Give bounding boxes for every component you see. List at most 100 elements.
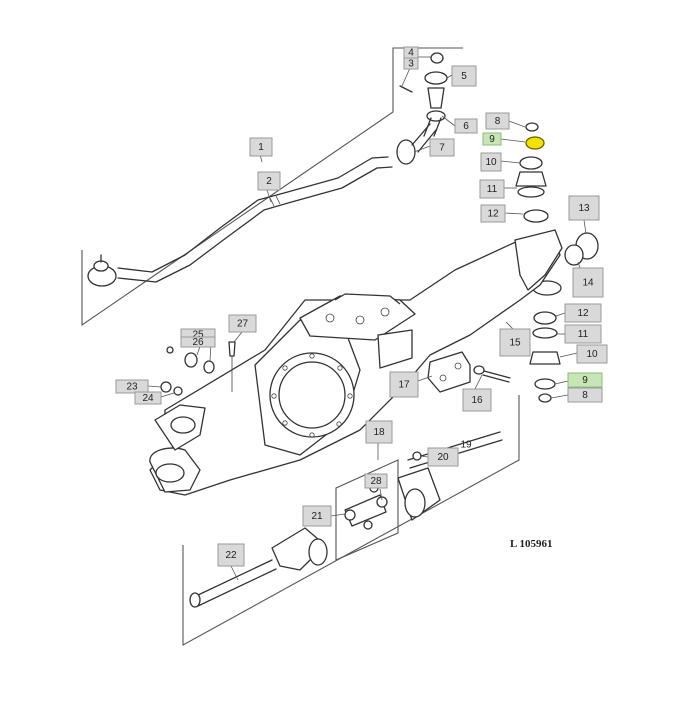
callout-c28: 28 [364,473,388,489]
callout-number: 11 [578,329,589,340]
callout-c10b: 10 [576,344,608,364]
callout-number: 14 [582,278,594,289]
callout-box [454,118,478,134]
callout-c13: 13 [568,195,600,221]
callout-number: 16 [471,395,483,406]
callout-box [479,179,505,199]
callout-number: 2 [266,176,272,187]
callout-box [576,344,608,364]
callout-box [364,473,388,489]
callout-number: 9 [489,134,495,145]
callout-number: 12 [487,209,499,220]
lower-kingpin-stack [529,280,562,403]
callout-c11a: 11 [479,179,505,199]
callout-box [564,324,602,344]
callout-c16: 16 [462,388,492,412]
callout-box [572,267,604,298]
callout-box [403,46,419,59]
callout-number: 10 [586,349,598,360]
callout-number: 7 [439,143,445,154]
callout-number: 4 [408,48,414,59]
callout-number: 10 [485,157,497,168]
callout-box [228,314,257,333]
callout-box [365,420,393,444]
callout-number: 27 [237,319,249,330]
callout-c23: 23 [115,379,149,394]
callout-box [302,505,332,527]
callout-c6: 6 [454,118,478,134]
callout-number: 28 [370,476,382,487]
callout-box [482,132,502,146]
callout-number: 12 [577,308,589,319]
callout-box [180,336,216,348]
callout-box [134,391,162,405]
callout-number: 25 [192,330,204,341]
callout-box [115,379,149,394]
callout-c8a: 8 [485,112,510,130]
callout-box [564,303,602,323]
callout-number: 26 [192,337,204,348]
callout-box [567,387,603,403]
callout-c11b: 11 [564,324,602,344]
callout-c10a: 10 [480,152,502,172]
callout-number: 24 [142,393,154,404]
callout-c3: 3 [403,57,419,70]
callout-c9a: 9 [482,132,502,146]
callout-box [480,204,506,223]
callout-number: 9 [582,375,588,386]
drawing-reference-number: L 105961 [510,538,552,550]
callout-number: 15 [509,338,521,349]
callout-box [427,447,459,467]
drive-shaft-panel-frame [182,395,520,646]
drive-shaft-front [397,431,503,521]
callout-c27: 27 [228,314,257,333]
callout-c5: 5 [451,65,477,87]
callout-number: 20 [437,452,449,463]
mount-bolt [473,365,511,383]
callout-c20: 20 [427,447,459,467]
callout-c17: 17 [389,371,419,398]
callout-number: 8 [495,116,501,127]
callout-c21: 21 [302,505,332,527]
callout-number: 21 [311,511,323,522]
callout-c4: 4 [403,46,419,59]
callout-c22: 22 [217,543,245,567]
callout-number: 22 [225,550,237,561]
callout-box [451,65,477,87]
callout-c7: 7 [429,138,455,157]
callout-c9b: 9 [567,372,603,388]
callout-c14: 14 [572,267,604,298]
breather-fittings [160,341,236,396]
callout-c24: 24 [134,391,162,405]
callout-box [462,388,492,412]
callout-box [480,152,502,172]
callout-box [257,171,281,191]
callout-box [217,543,245,567]
callout-c2: 2 [257,171,281,191]
callout-number: 3 [408,59,414,70]
housing-bolt-circle [271,353,353,438]
callout-number: 1 [258,142,264,153]
callout-box [485,112,510,130]
callout-box [389,371,419,398]
callout-c12a: 12 [480,204,506,223]
callout-c8b: 8 [567,387,603,403]
callout-number: 11 [487,184,498,195]
callout-c18: 18 [365,420,393,444]
axle-housing [149,229,563,496]
callout-number: 13 [578,203,590,214]
pivot-bushing [564,232,599,266]
ball-stud-stack [399,52,448,137]
callout-box [499,328,531,357]
leader-lines [147,56,587,581]
mount-bracket [427,351,471,393]
callout-box [249,137,273,157]
callout-number: 18 [373,427,385,438]
callout-c12b: 12 [564,303,602,323]
callout-c26: 26 [180,336,216,348]
callout-number: 8 [582,390,588,401]
callout-label-19: 19 [460,440,472,451]
